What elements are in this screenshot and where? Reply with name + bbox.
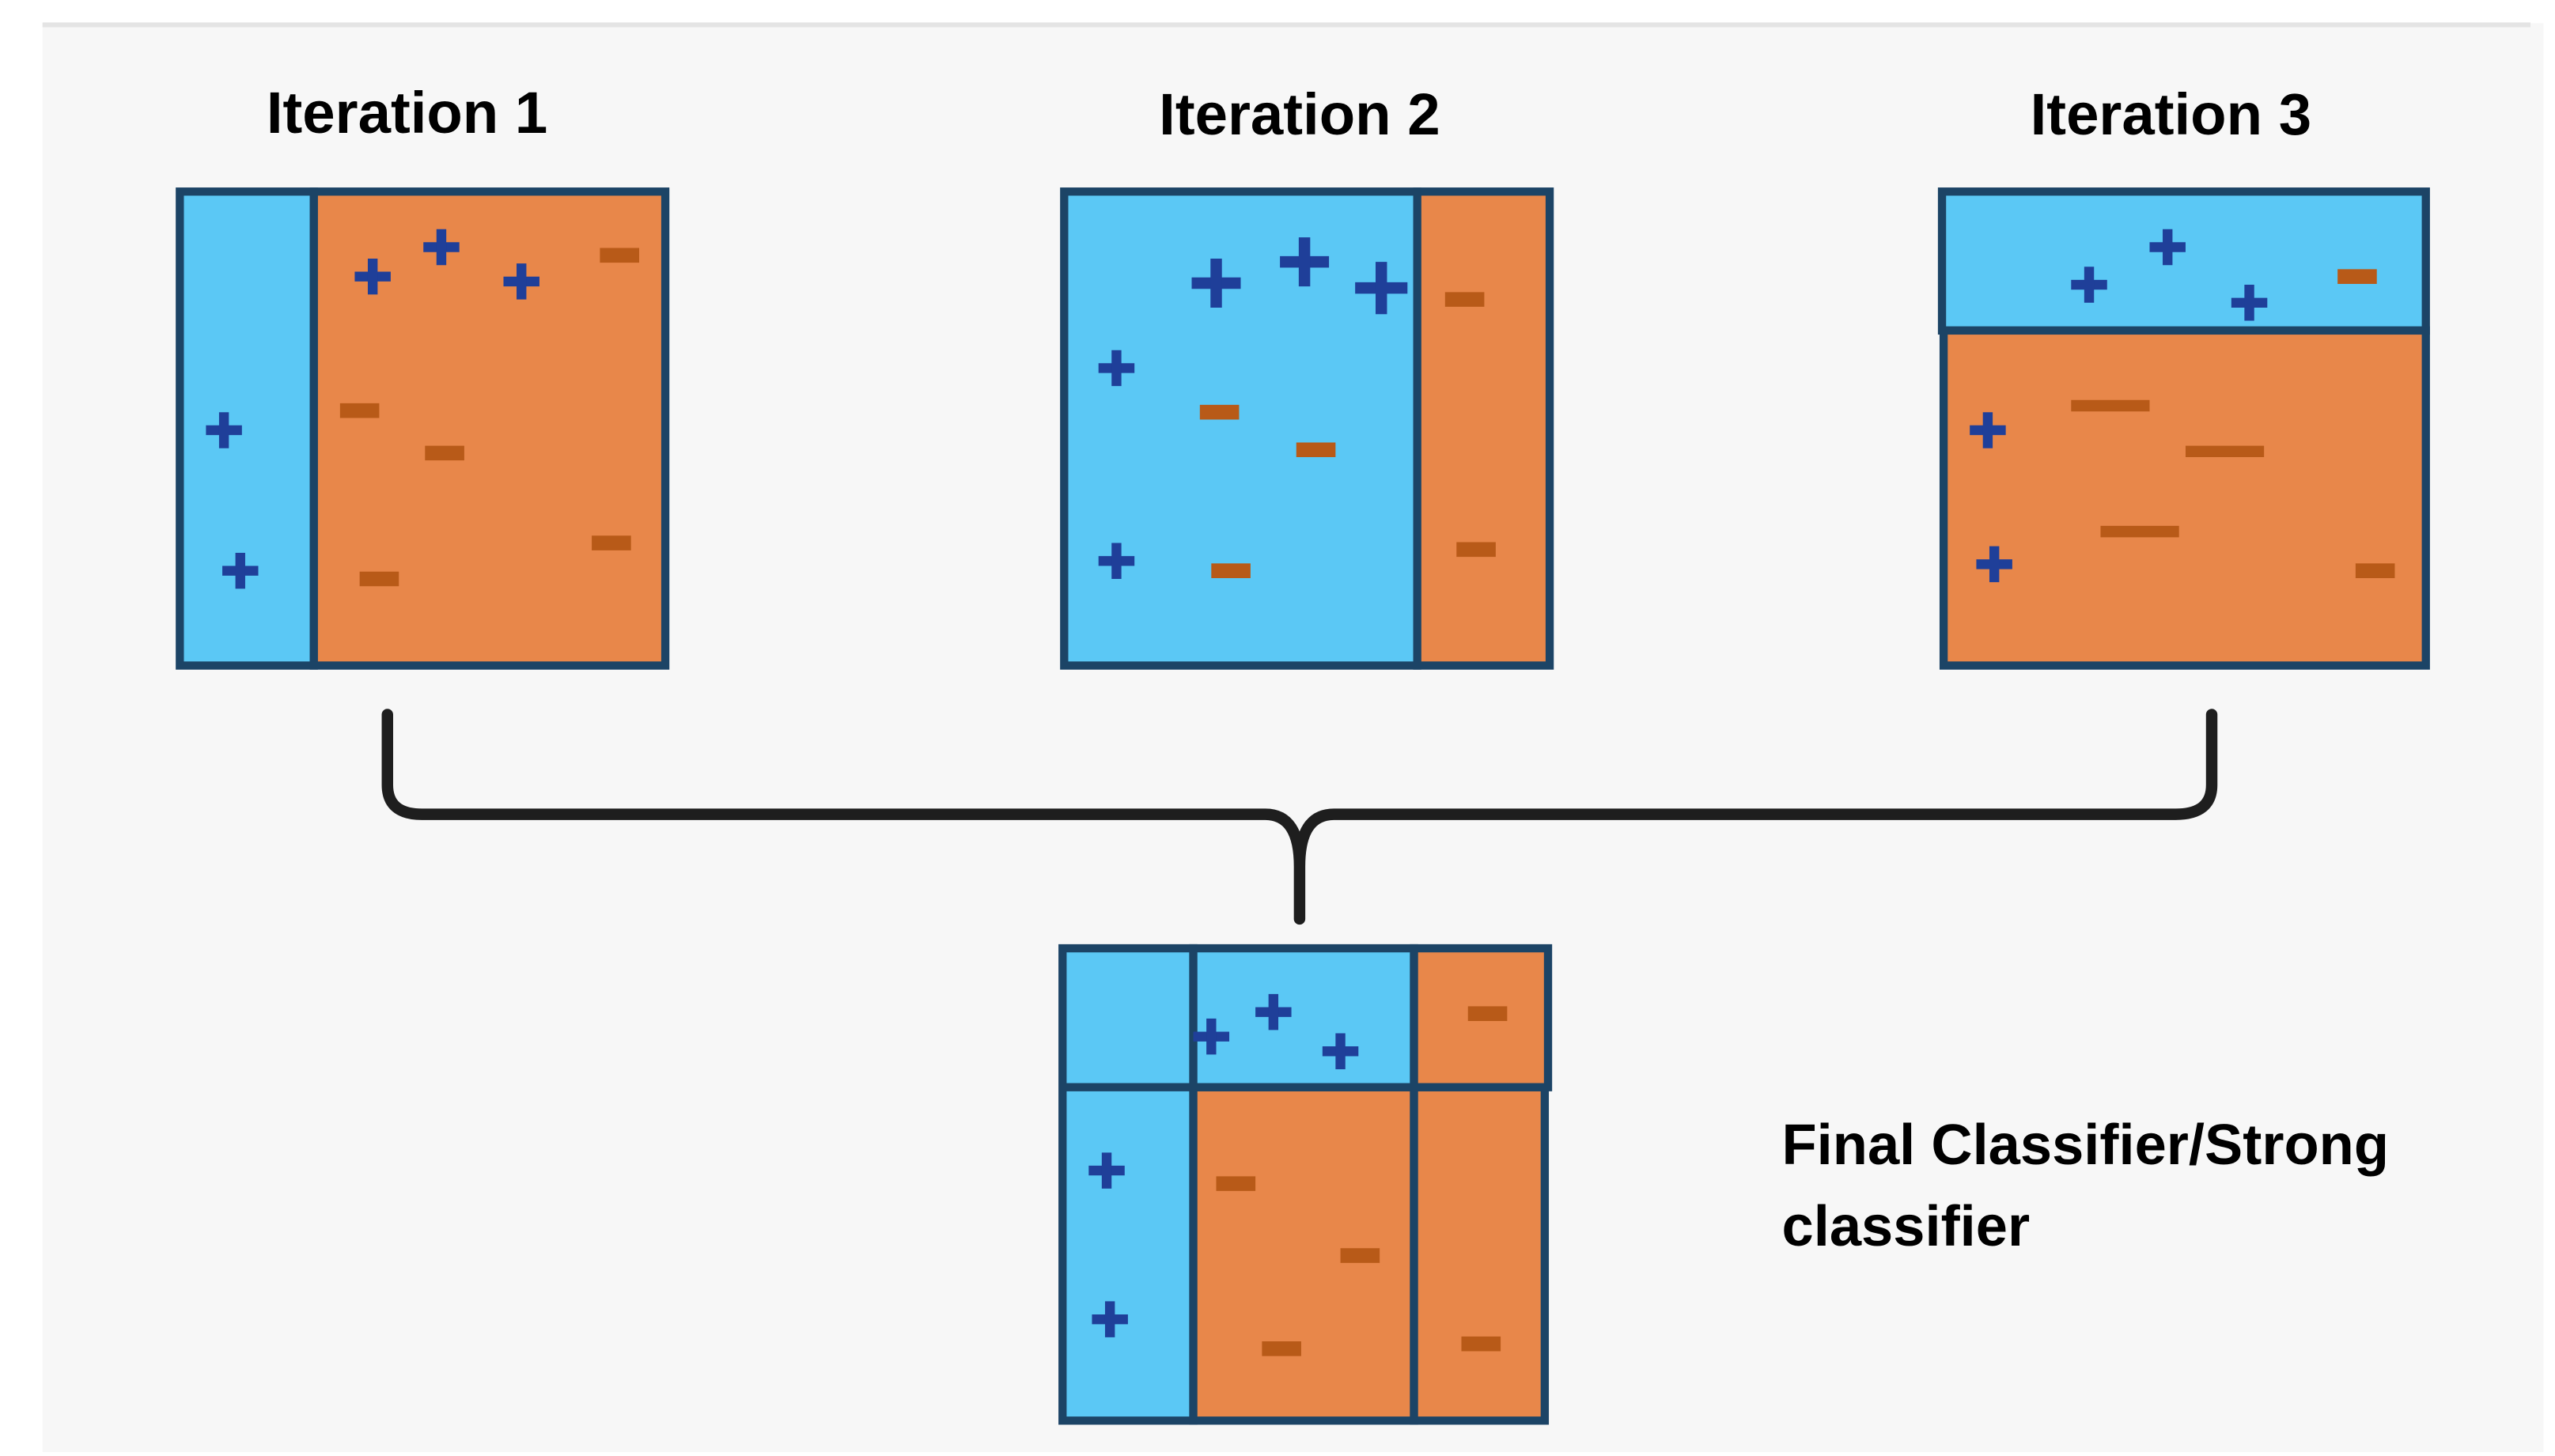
iteration-3-title: Iteration 3 <box>2031 81 2311 147</box>
negative-region <box>1410 944 1553 1091</box>
iteration-3-panel <box>1937 187 2430 670</box>
plus-marker <box>1280 237 1330 287</box>
negative-region <box>1189 1083 1418 1425</box>
plus-marker <box>1976 546 2012 583</box>
plus-marker <box>206 412 242 448</box>
plus-marker <box>1970 412 2006 448</box>
iteration-1-title: Iteration 1 <box>267 80 547 146</box>
positive-region <box>176 187 318 670</box>
negative-region <box>1410 1083 1550 1425</box>
plus-marker <box>354 258 391 295</box>
negative-region <box>1413 187 1554 670</box>
positive-region <box>1058 944 1198 1425</box>
plus-marker <box>2149 229 2186 266</box>
plus-marker <box>1092 1301 1128 1337</box>
plus-marker <box>2071 267 2107 303</box>
plus-marker <box>503 263 539 300</box>
plus-marker <box>423 229 460 266</box>
combining-brace <box>381 709 2218 925</box>
plus-marker <box>222 552 259 589</box>
final-classifier-label-line-2: classifier <box>1782 1195 2031 1258</box>
plus-marker <box>1098 543 1135 580</box>
iteration-2-panel <box>1060 187 1554 670</box>
iteration-1-panel <box>176 187 670 670</box>
plus-marker <box>1355 262 1408 315</box>
plus-marker <box>1088 1152 1125 1189</box>
positive-region <box>1937 187 2430 335</box>
plus-marker <box>1193 1018 1230 1055</box>
iteration-2-title: Iteration 2 <box>1159 81 1440 147</box>
positive-region <box>1189 944 1418 1091</box>
plus-marker <box>1322 1033 1359 1069</box>
final-classifier-label-line-1: Final Classifier/Strong <box>1782 1114 2389 1177</box>
positive-region <box>1060 187 1421 670</box>
plus-marker <box>2231 285 2268 321</box>
plus-marker <box>1098 350 1135 387</box>
final-classifier-panel <box>1058 944 1553 1425</box>
plus-marker <box>1255 993 1292 1031</box>
plus-marker <box>1191 258 1241 308</box>
negative-region <box>1939 326 2430 670</box>
